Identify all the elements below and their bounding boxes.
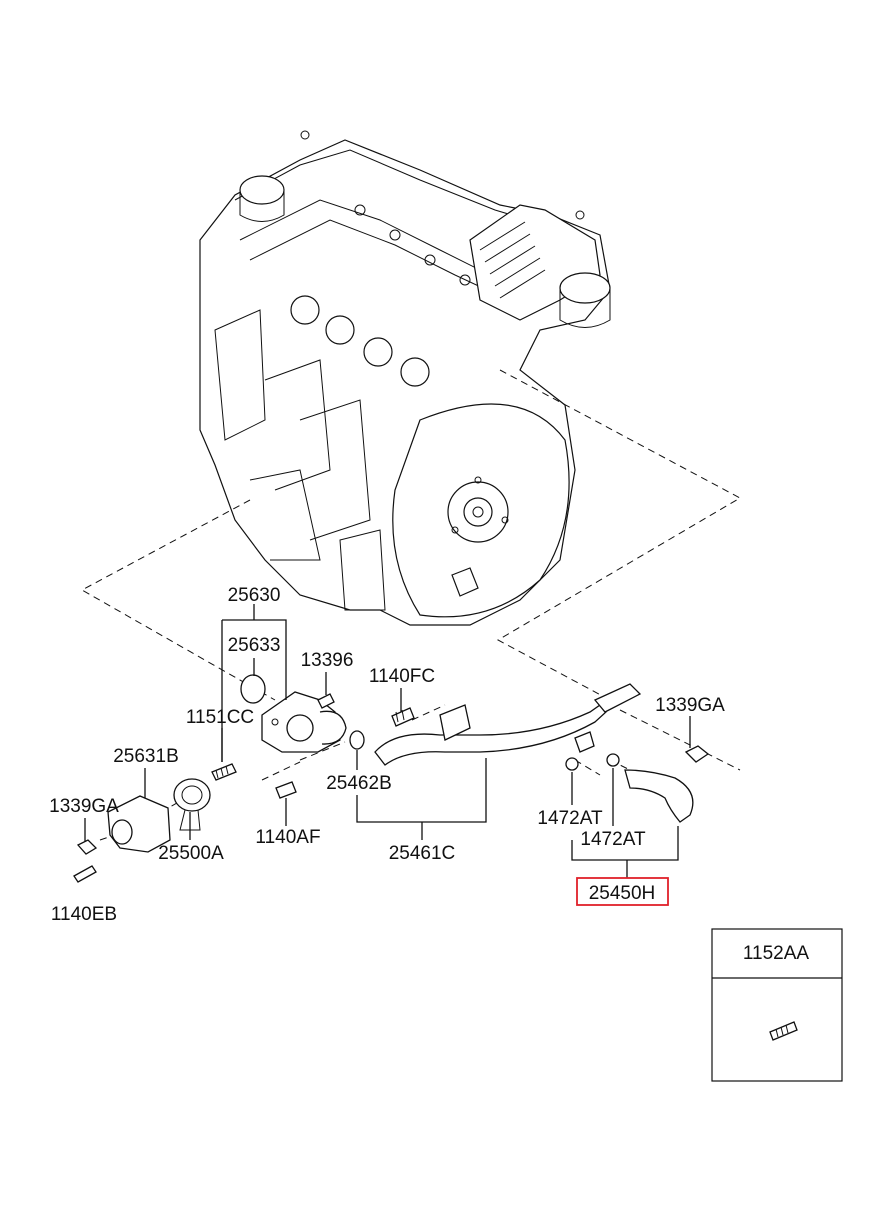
nut-1339GA-right [684, 745, 710, 763]
label-25450H[interactable]: 25450H [589, 883, 656, 904]
stud-1151CC [211, 763, 237, 781]
label-25461C[interactable]: 25461C [389, 843, 456, 864]
label-1140AF[interactable]: 1140AF [255, 827, 320, 848]
engine-assembly [199, 130, 611, 626]
o-ring-25633 [240, 674, 266, 704]
nut-1339GA-left [76, 839, 98, 855]
label-1140EB[interactable]: 1140EB [51, 904, 117, 925]
water-outlet-housing-25630 [261, 691, 347, 753]
inset-1152AA: 1152AA [711, 928, 843, 1082]
highlight-box [576, 877, 669, 906]
bolt-1140EB [73, 865, 97, 883]
part-labels: 25630 25633 13396 1140FC 1151CC 25631B 1… [49, 585, 725, 925]
label-25500A[interactable]: 25500A [158, 843, 224, 864]
label-1151CC[interactable]: 1151CC [186, 707, 254, 728]
coolant-hose-25450H [593, 683, 694, 823]
o-ring-25462B [349, 730, 365, 750]
label-25630[interactable]: 25630 [228, 585, 281, 606]
leader-lines [84, 604, 691, 878]
label-1339GA-right[interactable]: 1339GA [655, 695, 725, 716]
bolt-13396 [317, 693, 335, 709]
clamp-1472AT-a [565, 757, 579, 771]
thermostat-25500A [173, 778, 211, 831]
label-1472AT-b[interactable]: 1472AT [580, 829, 646, 850]
bolt-1140FC [391, 707, 415, 727]
clamp-1472AT-b [606, 753, 620, 767]
bolt-1140AF [275, 781, 297, 799]
stud-1152AA [769, 1021, 798, 1041]
inset-label-1152AA[interactable]: 1152AA [743, 943, 810, 964]
label-1472AT-a[interactable]: 1472AT [537, 808, 603, 829]
highlighted-part-25450H[interactable]: 25450H [576, 877, 669, 906]
label-1140FC[interactable]: 1140FC [369, 666, 435, 687]
label-25631B[interactable]: 25631B [113, 746, 179, 767]
label-25462B[interactable]: 25462B [326, 773, 392, 794]
label-25633[interactable]: 25633 [228, 635, 281, 656]
label-1339GA-left[interactable]: 1339GA [49, 796, 119, 817]
label-13396[interactable]: 13396 [301, 650, 354, 671]
coolant-pipe-25461C [374, 704, 607, 766]
